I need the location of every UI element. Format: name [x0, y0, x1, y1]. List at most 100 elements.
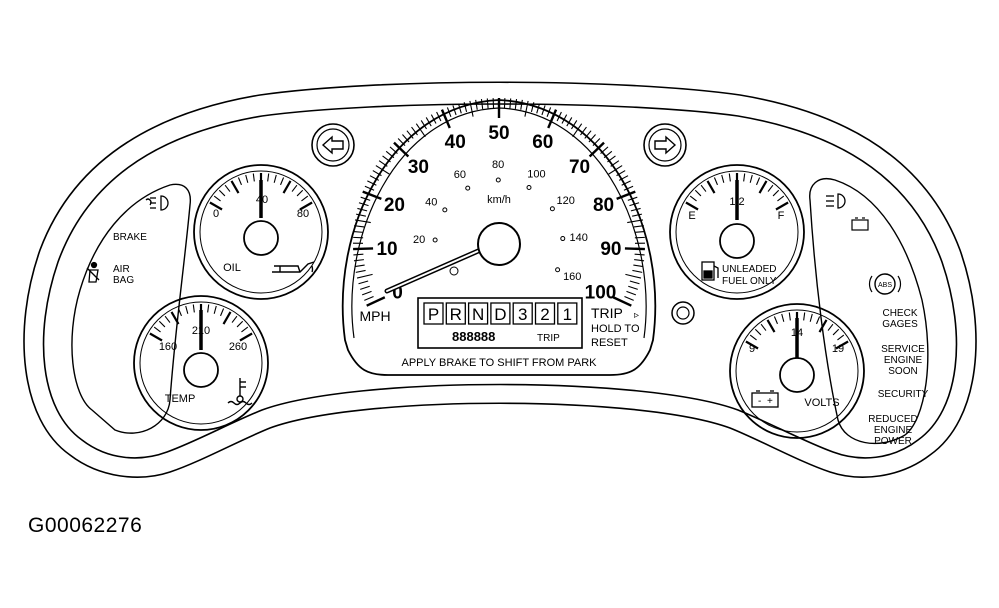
- volts-label-high: 19: [832, 343, 844, 355]
- mph-tick: [592, 138, 601, 147]
- gauge-tick: [209, 201, 223, 211]
- mph-tick: [446, 107, 452, 117]
- mph-label: 60: [532, 132, 553, 153]
- mph-tick: [362, 190, 382, 200]
- charging-system-icon: [851, 217, 869, 231]
- mph-tick: [420, 120, 427, 130]
- kmh-label: 80: [492, 159, 504, 171]
- temp-label-low: 160: [159, 341, 177, 353]
- gauge-tick: [222, 311, 232, 325]
- mph-tick: [509, 98, 512, 109]
- trip-tag: TRIP: [537, 333, 560, 344]
- kmh-label: 40: [425, 196, 437, 208]
- mph-label: 90: [600, 239, 621, 260]
- oil-gauge-name: OIL: [223, 262, 241, 274]
- mph-tick: [354, 264, 365, 268]
- gauge-tick: [781, 313, 785, 322]
- voltmeter-gauge: 9 14 19 - + VOLTS: [729, 303, 865, 439]
- prndl-letter: 2: [540, 305, 549, 324]
- mph-tick: [624, 247, 645, 251]
- gauge-tick: [773, 316, 778, 325]
- mph-tick: [633, 225, 644, 228]
- gauge-tick: [775, 201, 789, 211]
- fuel-only-label: FUEL ONLY: [722, 276, 777, 287]
- gauge-tick: [721, 174, 725, 183]
- gauge-tick: [231, 315, 238, 323]
- gauge-tick: [694, 189, 702, 197]
- mph-tick: [626, 290, 637, 296]
- mph-tick: [397, 138, 406, 147]
- gauge-tick: [299, 201, 313, 211]
- mph-tick: [627, 219, 644, 224]
- kmh-label: 20: [413, 234, 425, 246]
- fog-lamp-icon: [145, 195, 169, 211]
- gauge-tick: [177, 308, 182, 317]
- gauge-tick: [832, 328, 840, 336]
- fuel-label-empty: E: [688, 210, 695, 222]
- air-label: AIR: [113, 264, 130, 275]
- volts-gauge-name: VOLTS: [804, 397, 839, 409]
- mph-tick: [356, 273, 373, 279]
- mph-tick: [358, 280, 369, 285]
- fuel-label-full: F: [778, 210, 785, 222]
- mph-tick: [402, 134, 410, 143]
- mph-label: 80: [593, 195, 614, 216]
- figure-id-caption: G00062276: [28, 514, 143, 537]
- mph-tick: [378, 160, 388, 167]
- gauge-tick: [252, 173, 255, 182]
- mph-tick: [584, 130, 592, 139]
- mph-tick: [632, 213, 643, 217]
- prndl-letter: P: [428, 305, 439, 324]
- mph-label: 30: [408, 157, 429, 178]
- gauge-tick: [745, 340, 759, 350]
- prndl-cell: [423, 302, 444, 325]
- coolant-temperature-gauge: 160 210 260 TEMP: [133, 295, 269, 431]
- gauge-tick: [772, 189, 780, 197]
- gauge-tick: [803, 312, 806, 321]
- oil-can-icon: [272, 261, 315, 273]
- gauge-tick: [153, 326, 161, 333]
- mph-tick: [369, 175, 380, 181]
- mph-tick: [367, 180, 377, 186]
- soon-label: SOON: [888, 366, 917, 377]
- gauge-tick: [220, 308, 225, 317]
- mph-tick: [411, 126, 418, 136]
- right-indicator-panel: [809, 178, 929, 445]
- mph-tick: [353, 259, 364, 262]
- mph-tick: [566, 117, 573, 127]
- mph-tick: [364, 295, 374, 301]
- mph-label: 100: [585, 282, 617, 303]
- mph-tick: [603, 150, 613, 159]
- battery-icon: [751, 390, 779, 408]
- mph-tick: [355, 269, 366, 273]
- mph-tick: [621, 180, 631, 186]
- kmh-dot: [465, 185, 471, 191]
- mph-tick: [366, 296, 386, 307]
- reduced-label: REDUCED: [868, 414, 917, 425]
- unleaded-label: UNLEADED: [722, 264, 776, 275]
- mph-tick: [632, 269, 643, 273]
- oil-pressure-gauge: 0 40 80 OIL: [193, 164, 329, 300]
- gauge-tick: [158, 320, 166, 328]
- gauge-tick: [760, 323, 767, 331]
- gauge-tick: [291, 184, 298, 192]
- mph-label: 70: [569, 157, 590, 178]
- mph-tick: [634, 253, 645, 256]
- mph-label: 20: [384, 195, 405, 216]
- gauge-tick: [149, 332, 163, 342]
- gauge-tick: [818, 319, 828, 333]
- right-turn-signal-icon: [643, 123, 687, 167]
- mph-label: 40: [445, 132, 466, 153]
- gauge-tick: [164, 315, 171, 323]
- mph-tick: [514, 98, 518, 110]
- gauge-tick: [685, 201, 699, 211]
- mph-tick: [353, 247, 374, 251]
- mph-tick: [393, 141, 410, 158]
- speedometer-hub: [477, 222, 521, 266]
- mph-tick: [630, 207, 641, 212]
- gauge-tick: [835, 340, 849, 350]
- mph-tick: [571, 120, 578, 130]
- kmh-dot: [526, 184, 532, 190]
- mph-tick: [561, 114, 568, 124]
- gauge-tick: [282, 180, 292, 194]
